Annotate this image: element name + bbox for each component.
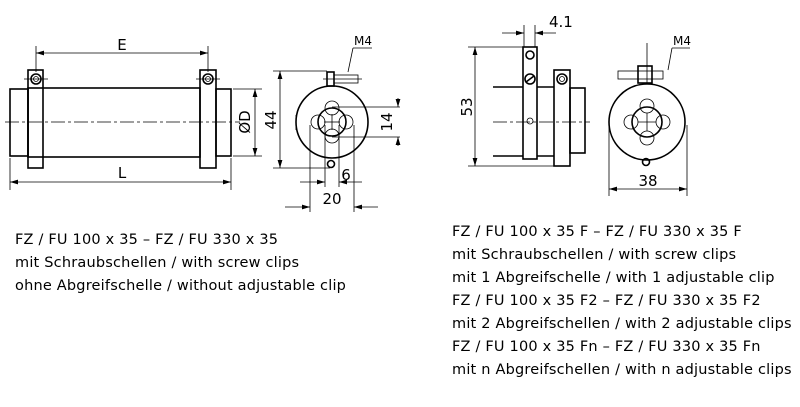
dim-6-label: 6	[341, 166, 351, 184]
dim-38-label: 38	[638, 172, 657, 190]
dim-l-label: L	[118, 164, 127, 182]
dim-14-label: 14	[378, 112, 396, 131]
caption-line: mit n Abgreifschellen / with n adjustabl…	[452, 362, 792, 378]
caption-line: mit Schraubschellen / with screw clips	[15, 255, 300, 271]
caption-line: mit Schraubschellen / with screw clips	[452, 247, 737, 263]
left-caption: FZ / FU 100 x 35 – FZ / FU 330 x 35 mit …	[15, 229, 346, 298]
thread-m4-label: M4	[354, 34, 372, 48]
caption-line: FZ / FU 100 x 35 – FZ / FU 330 x 35	[15, 232, 279, 248]
thread-m4-label-right: M4	[673, 34, 691, 48]
dim-e-label: E	[117, 36, 126, 54]
caption-line: mit 1 Abgreifschelle / with 1 adjustable…	[452, 270, 775, 286]
caption-line: FZ / FU 100 x 35 F – FZ / FU 330 x 35 F	[452, 224, 742, 240]
resistor-end-view	[273, 47, 401, 212]
right-caption: FZ / FU 100 x 35 F – FZ / FU 330 x 35 F …	[452, 221, 792, 382]
resistor-clip-end-view	[608, 43, 690, 196]
caption-line: mit 2 Abgreifschellen / with 2 adjustabl…	[452, 316, 792, 332]
resistor-clip-side-view	[468, 25, 590, 167]
caption-line: FZ / FU 100 x 35 F2 – FZ / FU 330 x 35 F…	[452, 293, 761, 309]
caption-line: FZ / FU 100 x 35 Fn – FZ / FU 330 x 35 F…	[452, 339, 761, 355]
dim-4-1-label: 4.1	[549, 13, 573, 31]
dim-diameter-label: ØD	[236, 110, 254, 133]
dim-44-label: 44	[262, 110, 280, 129]
resistor-side-view	[5, 46, 262, 190]
dim-20-label: 20	[322, 190, 341, 208]
dim-53-label: 53	[458, 97, 476, 116]
caption-line: ohne Abgreifschelle / without adjustable…	[15, 278, 347, 294]
